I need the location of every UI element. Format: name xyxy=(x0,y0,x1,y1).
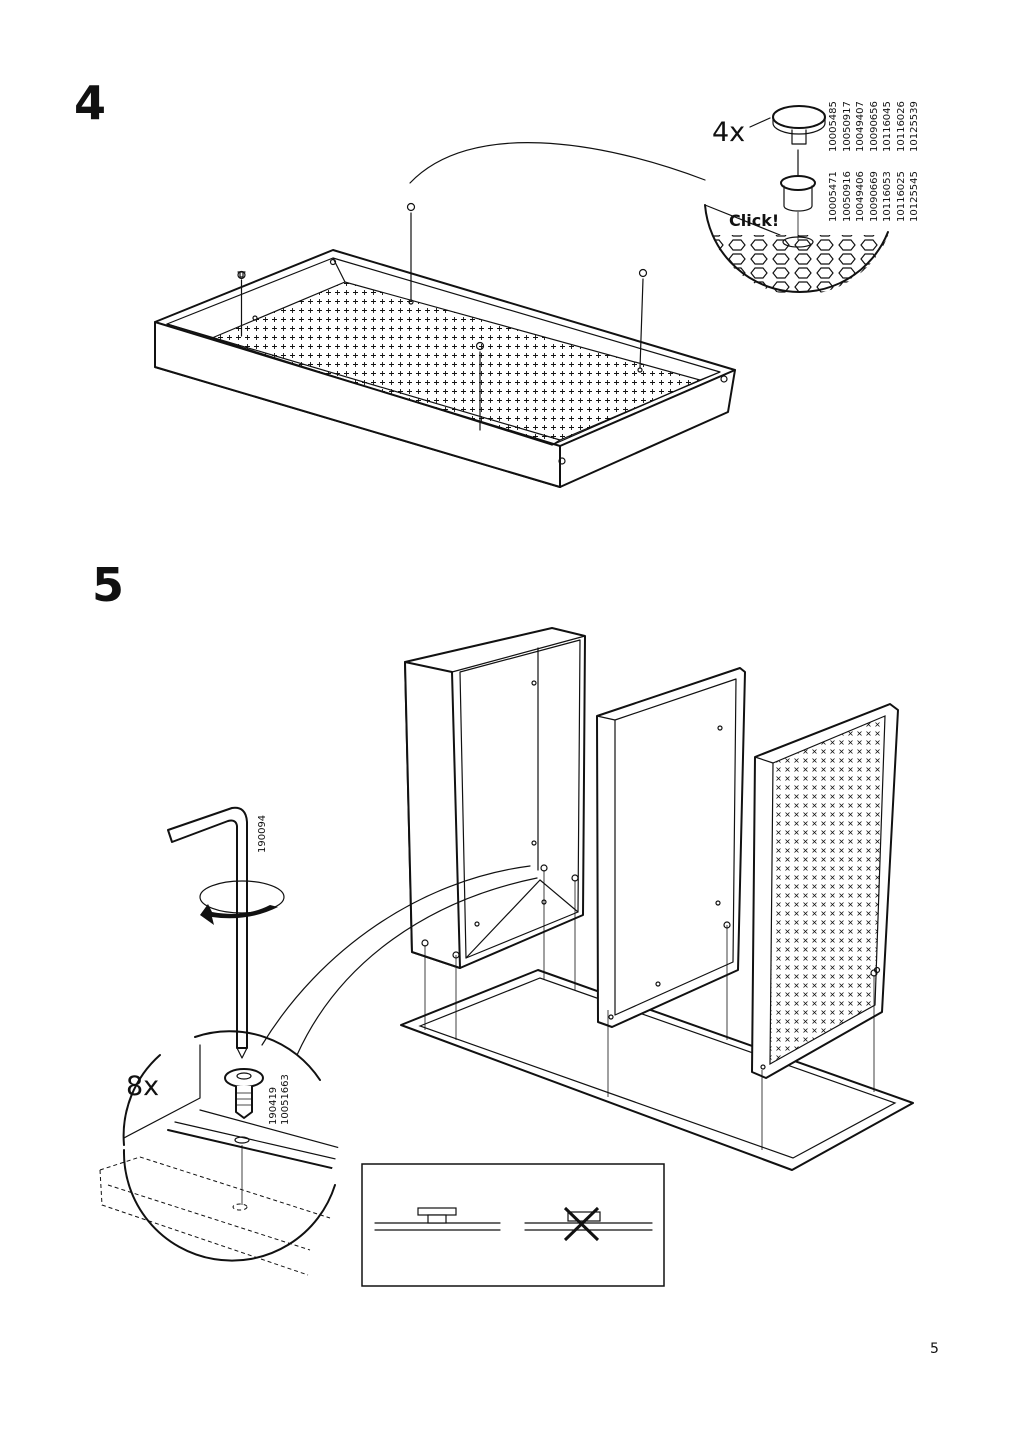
step-4-detail-circle xyxy=(704,105,895,295)
page-number: 5 xyxy=(930,1341,939,1357)
step-5-base-frame xyxy=(400,969,914,1171)
step-5-callout-arc-1 xyxy=(261,865,531,1046)
step-4-feet xyxy=(237,202,648,431)
step-4-drawer-tray xyxy=(154,249,736,488)
click-callout: Click! xyxy=(729,211,780,230)
step-5-middle-frame xyxy=(596,667,746,1028)
step-5-detail-circle xyxy=(99,1030,340,1276)
step-4-callout-arc xyxy=(409,142,706,184)
step-4-number: 4 xyxy=(74,76,107,130)
screw-depth-comparison-box xyxy=(361,1163,665,1287)
step-5-number: 5 xyxy=(92,558,125,612)
allen-key-icon xyxy=(167,806,285,1059)
incorrect-cross-icon xyxy=(563,1206,600,1242)
step-4-quantity: 4x xyxy=(712,117,746,148)
step-5-pegboard-panel xyxy=(751,703,899,1079)
step-5-callout-arc-2 xyxy=(296,877,538,1056)
step-5-screw-guides xyxy=(421,864,878,1150)
step-5-left-cabinet xyxy=(404,627,586,969)
